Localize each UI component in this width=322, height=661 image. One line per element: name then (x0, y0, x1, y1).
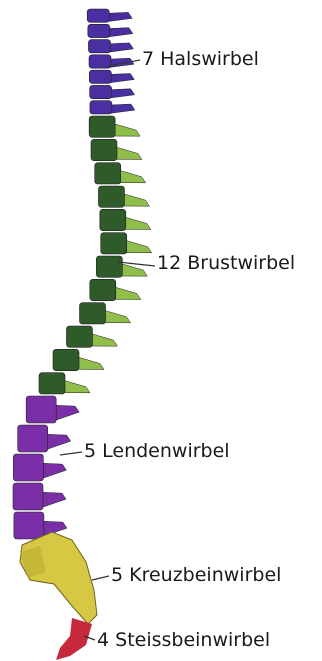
cervical-process-4 (108, 58, 134, 67)
thoracic-process-6 (124, 240, 152, 253)
thoracic-vertebra-7 (96, 256, 122, 277)
label-coccygeal: 4 Steissbeinwirbel (97, 631, 270, 650)
thoracic-process-11 (76, 357, 104, 370)
thoracic-process-5 (123, 217, 151, 230)
leader-lumbar (60, 452, 82, 455)
thoracic-process-10 (89, 333, 117, 346)
lumbar-vertebra-5 (14, 512, 44, 539)
thoracic-vertebra-6 (101, 233, 127, 254)
cervical-vertebra-7 (90, 101, 112, 114)
thoracic-vertebra-8 (90, 279, 116, 300)
cervical-process-6 (109, 89, 135, 98)
thoracic-process-8 (113, 287, 141, 300)
thoracic-vertebra-3 (95, 163, 121, 184)
lumbar-vertebra-4 (13, 483, 43, 510)
thoracic-vertebra-4 (98, 186, 124, 207)
thoracic-process-3 (118, 170, 146, 183)
thoracic-vertebra-1 (89, 116, 115, 137)
thoracic-process-1 (112, 123, 140, 136)
cervical-vertebra-5 (89, 70, 111, 83)
sacrum (20, 532, 97, 624)
thoracic-process-9 (103, 310, 131, 323)
thoracic-vertebra-10 (66, 326, 92, 347)
thoracic-vertebra-2 (91, 139, 117, 160)
lumbar-process-2 (45, 434, 71, 450)
coccyx (56, 618, 92, 660)
thoracic-vertebra-12 (39, 373, 65, 394)
thoracic-process-4 (121, 193, 149, 206)
cervical-vertebra-1 (87, 9, 109, 22)
cervical-process-7 (109, 104, 135, 113)
label-sacral: 5 Kreuzbeinwirbel (111, 566, 281, 585)
thoracic-process-12 (62, 380, 90, 393)
cervical-process-1 (106, 12, 132, 21)
lumbar-process-3 (40, 463, 66, 479)
lumbar-process-1 (53, 405, 79, 421)
label-cervical: 7 Halswirbel (142, 50, 259, 69)
cervical-process-2 (107, 28, 133, 37)
lumbar-vertebra-1 (26, 396, 56, 423)
cervical-vertebra-2 (88, 24, 110, 37)
cervical-process-5 (108, 73, 134, 82)
cervical-vertebra-4 (89, 55, 111, 68)
lumbar-vertebra-3 (13, 454, 43, 481)
cervical-process-3 (107, 43, 133, 52)
thoracic-vertebra-9 (80, 303, 106, 324)
label-thoracic: 12 Brustwirbel (157, 254, 295, 273)
leader-sacral (92, 576, 109, 580)
lumbar-process-4 (40, 492, 66, 508)
thoracic-vertebra-11 (53, 349, 79, 370)
cervical-vertebra-3 (88, 40, 110, 53)
thoracic-vertebra-5 (100, 209, 126, 230)
lumbar-vertebra-2 (18, 425, 48, 452)
thoracic-process-2 (114, 147, 142, 160)
cervical-vertebra-6 (90, 85, 112, 98)
label-lumbar: 5 Lendenwirbel (84, 442, 230, 461)
coccyx-shape (56, 618, 92, 660)
sacrum-shape (20, 532, 97, 624)
